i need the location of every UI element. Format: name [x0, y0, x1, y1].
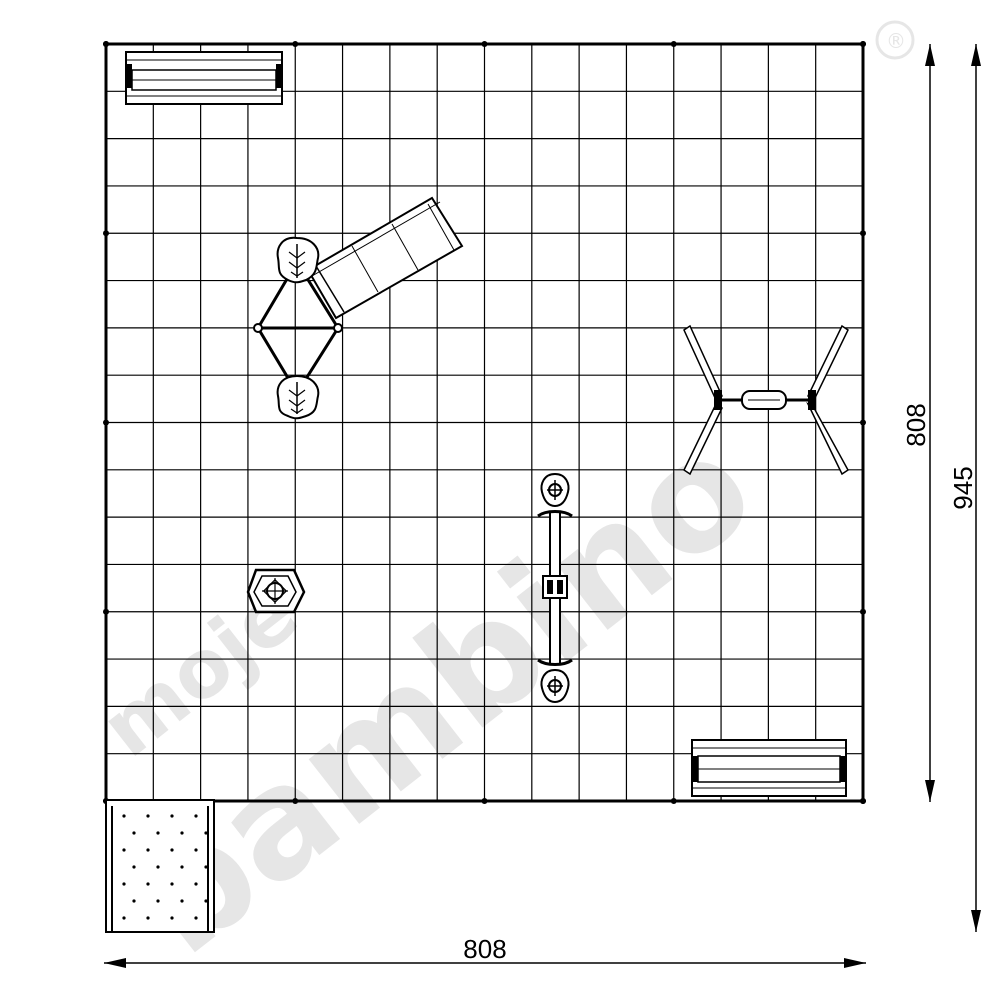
sand-dot [194, 814, 198, 818]
border-post [292, 798, 299, 804]
leaf-platform-bottom [276, 374, 320, 420]
border-post [670, 798, 677, 804]
border-post [103, 608, 109, 615]
leaf-platform-top [276, 236, 320, 284]
border-post [481, 41, 488, 47]
border-posts [103, 41, 866, 804]
border-post [670, 41, 677, 47]
slide-with-platforms [253, 196, 464, 420]
sand-texture [122, 814, 208, 920]
sand-dot [122, 848, 126, 852]
sand-dot [170, 848, 174, 852]
border-post [860, 419, 866, 426]
sand-dot [204, 899, 208, 903]
registered-mark-circle [875, 20, 915, 60]
sand-dot [204, 831, 208, 835]
border-post [860, 230, 866, 237]
border-post [481, 798, 488, 804]
border-post [103, 419, 109, 426]
sand-dot [146, 916, 150, 920]
border-post [103, 41, 109, 47]
double-swing [683, 324, 849, 476]
sand-dot [204, 865, 208, 869]
sand-dot [194, 848, 198, 852]
sand-dot [170, 814, 174, 818]
sand-dot [122, 814, 126, 818]
bench-top-left [125, 51, 283, 105]
seesaw-seat-top [540, 472, 570, 508]
sand-dot [180, 865, 184, 869]
inner-height-label: 808 [901, 403, 931, 446]
dimension-outer-height: 945 [948, 44, 981, 932]
border-post [292, 41, 299, 47]
sand-dot [156, 831, 160, 835]
sandpit-extension [105, 799, 215, 933]
dimension-width: 808 [104, 934, 866, 968]
border-post [860, 798, 866, 804]
border-post [860, 608, 866, 615]
outer-height-label: 945 [948, 466, 978, 509]
sand-dot [132, 899, 136, 903]
sand-dot [122, 916, 126, 920]
sand-dot [132, 831, 136, 835]
registered-mark: ® [886, 29, 906, 53]
slide-chute [306, 196, 464, 320]
sand-dot [132, 865, 136, 869]
sand-dot [146, 882, 150, 886]
sand-dot [170, 916, 174, 920]
sand-dot [194, 916, 198, 920]
sand-dot [170, 882, 174, 886]
seesaw [537, 472, 573, 704]
sand-dot [180, 831, 184, 835]
seesaw-seat-bottom [540, 668, 570, 704]
sand-dot [180, 899, 184, 903]
width-label: 808 [463, 934, 506, 964]
sand-dot [122, 882, 126, 886]
sand-dot [156, 865, 160, 869]
sand-dot [146, 848, 150, 852]
sand-dot [146, 814, 150, 818]
sand-dot [194, 882, 198, 886]
border-post [103, 230, 109, 237]
sand-dot [156, 899, 160, 903]
border-post [860, 41, 866, 47]
bench-bottom-right [691, 739, 847, 797]
dimension-inner-height: 808 [901, 44, 935, 802]
spring-rider [246, 568, 306, 614]
